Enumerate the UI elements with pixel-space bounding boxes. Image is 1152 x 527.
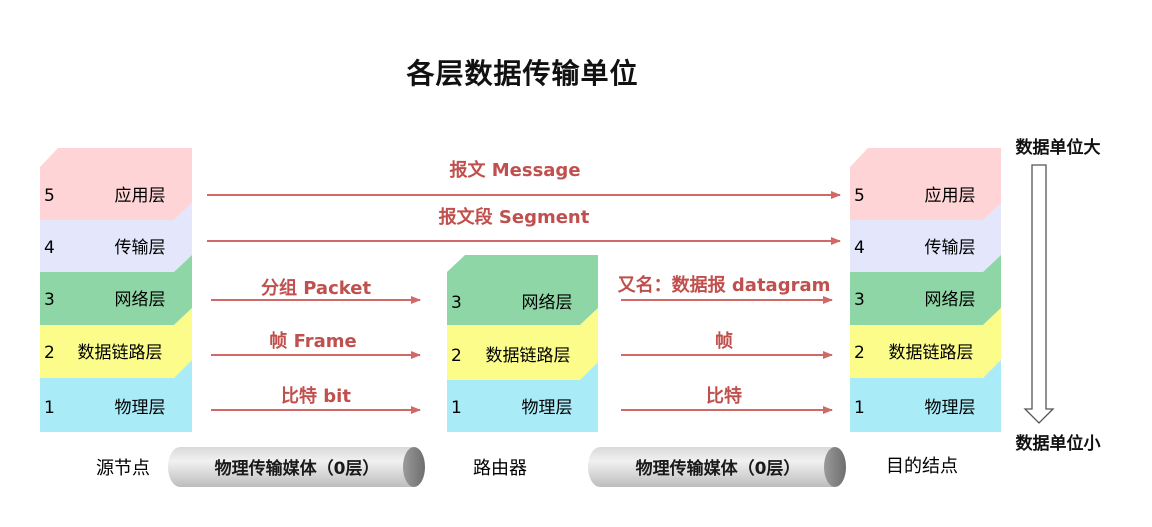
source-layer-1: 1 物理层 bbox=[40, 360, 192, 432]
layer-number: 2 bbox=[854, 343, 865, 363]
source-layer-5: 5 应用层 bbox=[40, 148, 192, 220]
layer-name: 数据链路层 bbox=[78, 343, 163, 363]
media-label: 物理传输媒体（0层） bbox=[215, 458, 380, 479]
destination-layer-1: 1 物理层 bbox=[850, 360, 1001, 432]
down-arrow-icon bbox=[1023, 164, 1055, 424]
layer-name: 传输层 bbox=[115, 238, 166, 258]
source-layer-4: 4 传输层 bbox=[40, 203, 192, 272]
destination-stack: 5 应用层 4 传输层 3 网络层 2 数据链路层 1 物理层 bbox=[850, 148, 1001, 432]
layer-number: 4 bbox=[854, 238, 865, 258]
destination-layer-4: 4 传输层 bbox=[850, 203, 1001, 272]
layer-number: 3 bbox=[44, 290, 55, 310]
layer-name: 数据链路层 bbox=[486, 346, 571, 366]
source-layer-2: 2 数据链路层 bbox=[40, 308, 192, 378]
layer-number: 4 bbox=[44, 238, 55, 258]
router-stack: 3 网络层 2 数据链路层 1 物理层 bbox=[447, 255, 598, 432]
diagram-title: 各层数据传输单位 bbox=[406, 57, 639, 90]
router-label: 路由器 bbox=[473, 458, 527, 479]
layer-name: 传输层 bbox=[925, 238, 976, 258]
layer-name: 应用层 bbox=[115, 186, 166, 206]
scale-top-label: 数据单位大 bbox=[1016, 137, 1101, 158]
media-cylinder-left: 物理传输媒体（0层） bbox=[168, 447, 425, 487]
layer-name: 物理层 bbox=[925, 398, 976, 418]
scale-bottom-label: 数据单位小 bbox=[1016, 433, 1101, 454]
source-node-label: 源节点 bbox=[96, 458, 150, 479]
layer-name: 物理层 bbox=[115, 398, 166, 418]
packet-label: 分组 Packet bbox=[261, 277, 371, 299]
router-layer-2: 2 数据链路层 bbox=[447, 308, 598, 380]
layer-number: 2 bbox=[44, 343, 55, 363]
source-stack: 5 应用层 4 传输层 3 网络层 2 数据链路层 1 物理层 bbox=[40, 148, 192, 432]
layer-number: 3 bbox=[451, 293, 462, 313]
destination-node-label: 目的结点 bbox=[886, 456, 958, 477]
layer-name: 网络层 bbox=[522, 293, 573, 313]
destination-layer-2: 2 数据链路层 bbox=[850, 308, 1001, 378]
layer-name: 网络层 bbox=[115, 290, 166, 310]
layer-name: 数据链路层 bbox=[889, 343, 974, 363]
layer-name: 物理层 bbox=[522, 398, 573, 418]
frame-cn-label: 帧 bbox=[715, 330, 733, 352]
media-label: 物理传输媒体（0层） bbox=[636, 458, 801, 479]
router-layer-1: 1 物理层 bbox=[447, 362, 598, 432]
unit-arrows: 报文 Message 报文段 Segment 分组 Packet 帧 Frame… bbox=[207, 159, 841, 414]
layer-number: 2 bbox=[451, 346, 462, 366]
frame-label: 帧 Frame bbox=[269, 330, 356, 352]
segment-label: 报文段 Segment bbox=[439, 206, 590, 228]
bit-cn-label: 比特 bbox=[706, 385, 742, 407]
destination-layer-3: 3 网络层 bbox=[850, 255, 1001, 325]
bit-label: 比特 bit bbox=[281, 385, 351, 407]
datagram-label: 又名：数据报 datagram bbox=[617, 274, 831, 296]
layer-number: 3 bbox=[854, 290, 865, 310]
layer-name: 应用层 bbox=[925, 186, 976, 206]
layer-name: 网络层 bbox=[925, 290, 976, 310]
layer-number: 1 bbox=[44, 398, 55, 418]
layer-number: 1 bbox=[451, 398, 462, 418]
message-label: 报文 Message bbox=[449, 159, 580, 181]
destination-layer-5: 5 应用层 bbox=[850, 148, 1001, 220]
layer-number: 1 bbox=[854, 398, 865, 418]
media-cylinder-right: 物理传输媒体（0层） bbox=[588, 447, 846, 487]
layer-number: 5 bbox=[854, 186, 865, 206]
source-layer-3: 3 网络层 bbox=[40, 255, 192, 325]
router-layer-3: 3 网络层 bbox=[447, 255, 598, 325]
scale-indicator: 数据单位大 数据单位小 bbox=[1016, 137, 1101, 454]
layer-number: 5 bbox=[44, 186, 55, 206]
